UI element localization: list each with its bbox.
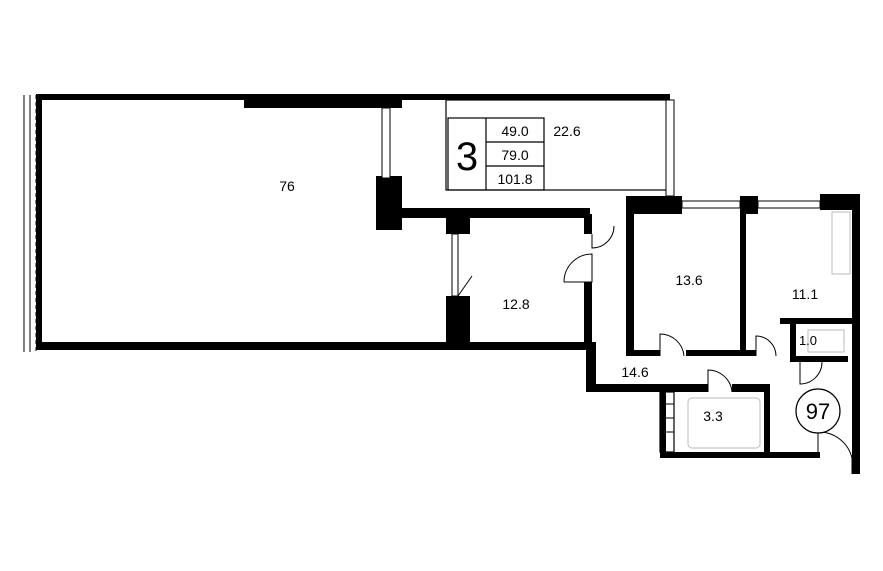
- total-area-with-terrace: 101.8: [497, 171, 532, 187]
- apartment-summary: 3 49.0 79.0 101.8: [447, 117, 545, 191]
- total-area: 79.0: [501, 147, 528, 163]
- wc-area: 1.0: [799, 333, 817, 348]
- bathroom-area: 3.3: [703, 408, 723, 424]
- unit-number-badge: 97: [795, 388, 841, 434]
- room-count: 3: [456, 135, 478, 179]
- partitions: [381, 99, 821, 453]
- loggia-area: 22.6: [553, 123, 580, 139]
- bedroom-1-area: 13.6: [675, 272, 702, 288]
- terrace-area: 76: [279, 178, 295, 194]
- kitchen-area: 12.8: [502, 296, 529, 312]
- hallway-area: 14.6: [621, 364, 648, 380]
- terrace-railing: [23, 95, 37, 352]
- fixtures: [687, 211, 851, 449]
- unit-number: 97: [806, 399, 830, 424]
- living-area: 49.0: [501, 123, 528, 139]
- bedroom-2-area: 11.1: [792, 286, 818, 302]
- walls: [36, 94, 860, 474]
